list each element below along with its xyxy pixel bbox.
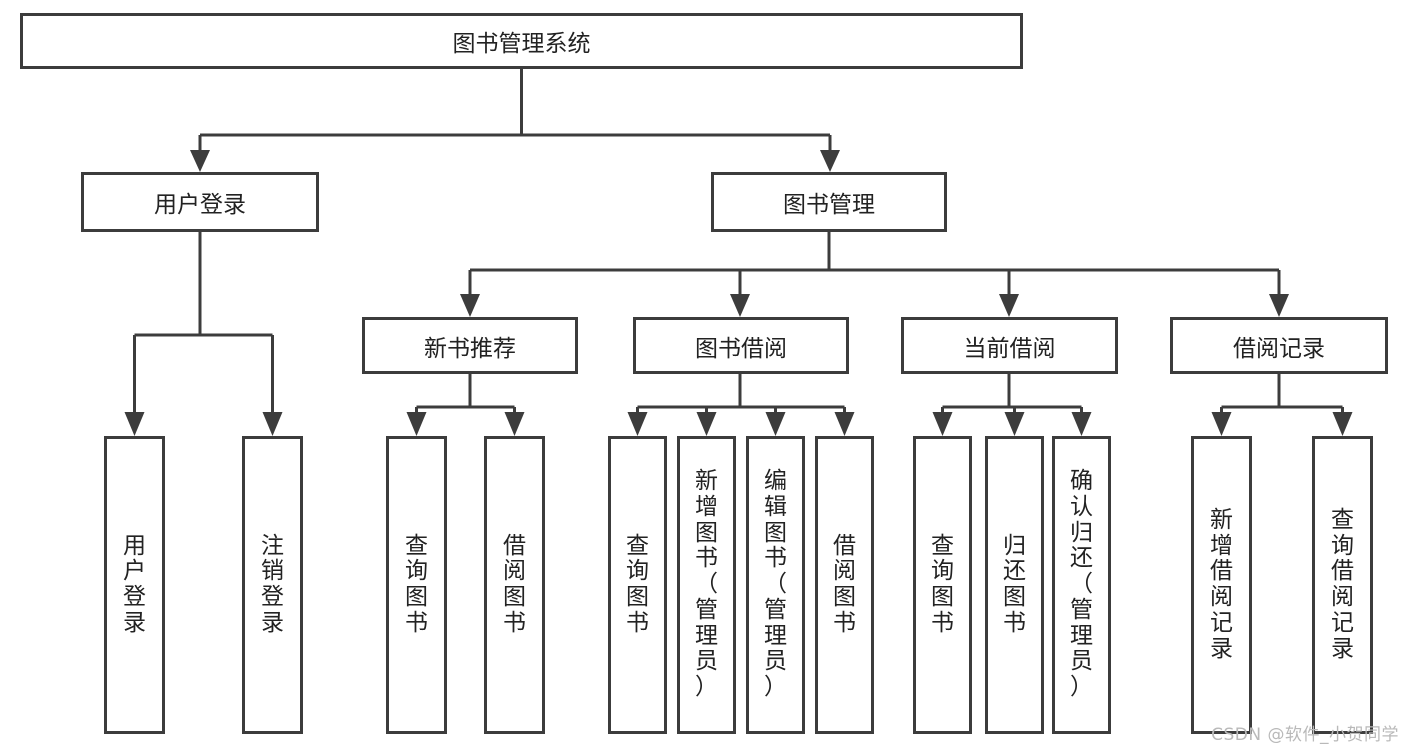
- arrowhead-leaf-logout: [262, 412, 283, 436]
- arrowhead-add-borrow-record: [1211, 412, 1232, 436]
- node-current-borrow[interactable]: [901, 317, 1118, 374]
- node-leaf-add-book-admin[interactable]: [677, 436, 736, 734]
- node-book-borrow[interactable]: [633, 317, 849, 374]
- node-root[interactable]: [20, 13, 1023, 69]
- node-leaf-user-login[interactable]: [104, 436, 165, 734]
- node-leaf-return-book[interactable]: [985, 436, 1044, 734]
- arrowhead-current-borrow: [999, 294, 1019, 317]
- arrowhead-query-book-2: [627, 412, 648, 436]
- arrowhead-edit-book: [765, 412, 786, 436]
- node-leaf-query-book-rec[interactable]: [386, 436, 447, 734]
- node-leaf-borrow-book[interactable]: [815, 436, 874, 734]
- node-leaf-query-borrow-record[interactable]: [1312, 436, 1373, 734]
- arrowhead-leaf-user-login: [124, 412, 145, 436]
- node-book-management[interactable]: [711, 172, 947, 232]
- arrowhead-borrow-book-1: [504, 412, 525, 436]
- arrowhead-book-borrow: [730, 294, 750, 317]
- node-leaf-confirm-return-admin[interactable]: [1052, 436, 1111, 734]
- arrowhead-borrow-book-2: [834, 412, 855, 436]
- node-layer: [20, 13, 1388, 734]
- arrowhead-query-borrow-record: [1332, 412, 1353, 436]
- connector-layer: [124, 69, 1353, 436]
- node-borrow-record[interactable]: [1170, 317, 1388, 374]
- node-leaf-query-book-current[interactable]: [913, 436, 972, 734]
- node-new-book-recommend[interactable]: [362, 317, 578, 374]
- arrowhead-borrow-record: [1269, 294, 1289, 317]
- arrowhead-user-login: [190, 150, 210, 172]
- node-leaf-query-book-borrow[interactable]: [608, 436, 667, 734]
- arrowhead-new-book-rec: [460, 294, 480, 317]
- node-leaf-logout[interactable]: [242, 436, 303, 734]
- node-user-login[interactable]: [81, 172, 319, 232]
- arrowhead-confirm-return: [1071, 412, 1092, 436]
- node-leaf-edit-book-admin[interactable]: [746, 436, 805, 734]
- arrowhead-query-book-1: [406, 412, 427, 436]
- node-leaf-borrow-book-rec[interactable]: [484, 436, 545, 734]
- node-leaf-add-borrow-record[interactable]: [1191, 436, 1252, 734]
- arrowhead-book-mgmt: [820, 150, 840, 172]
- arrowhead-query-book-3: [932, 412, 953, 436]
- arrowhead-add-book: [696, 412, 717, 436]
- arrowhead-return-book: [1004, 412, 1025, 436]
